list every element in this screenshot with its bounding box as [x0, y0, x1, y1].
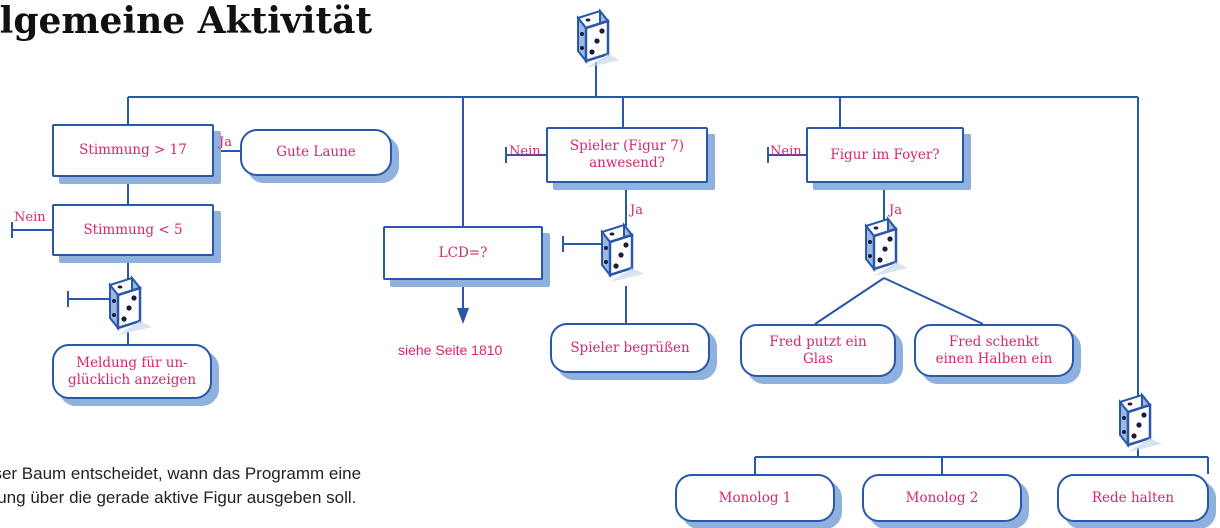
caption-line-1: eser Baum entscheidet, wann das Programm… — [0, 464, 362, 483]
node-monolog-1: Monolog 1 — [675, 474, 835, 522]
node-stimmung-gt-17: Stimmung > 17 — [52, 124, 214, 177]
node-lcd: LCD=? — [383, 226, 543, 280]
diagram-caption: eser Baum entscheidet, wann das Programm… — [0, 462, 361, 510]
node-fred-putzt-glas: Fred putzt ein Glas — [740, 324, 896, 377]
die-icon — [108, 276, 154, 337]
node-spieler-begruessen: Spieler begrüßen — [550, 323, 710, 373]
label-ja: Ja — [219, 135, 232, 150]
die-icon — [864, 217, 910, 278]
label-nein: Nein — [770, 144, 802, 159]
label-ja: Ja — [889, 203, 902, 218]
node-stimmung-lt-5: Stimmung < 5 — [52, 204, 214, 256]
node-monolog-2: Monolog 2 — [862, 474, 1022, 522]
diagram-title: llgemeine Aktivität — [0, 0, 373, 42]
label-ja: Ja — [630, 203, 643, 218]
node-spieler-anwesend: Spieler (Figur 7) anwesend? — [546, 127, 708, 183]
note-siehe-seite: siehe Seite 1810 — [398, 342, 503, 358]
label-nein: Nein — [509, 144, 541, 159]
die-icon — [600, 223, 646, 284]
node-rede-halten: Rede halten — [1057, 474, 1209, 522]
die-icon — [576, 9, 622, 70]
die-icon — [1118, 393, 1164, 454]
label-nein: Nein — [14, 210, 46, 225]
node-fred-schenkt-halben: Fred schenkt einen Halben ein — [914, 324, 1074, 377]
caption-line-2: ldung über die gerade aktive Figur ausge… — [0, 488, 357, 507]
node-figur-im-foyer: Figur im Foyer? — [806, 127, 964, 183]
node-meldung-anzeigen: Meldung für un- glücklich anzeigen — [52, 344, 212, 399]
node-gute-laune: Gute Laune — [240, 129, 392, 176]
